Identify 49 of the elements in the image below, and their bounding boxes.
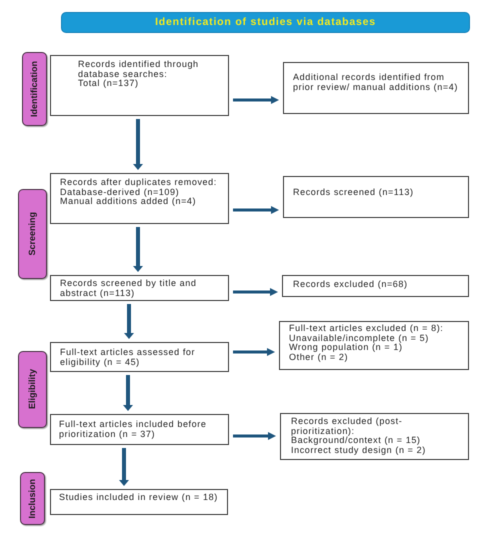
- process-box: [280, 413, 469, 460]
- process-box: [50, 173, 229, 224]
- process-box: [283, 176, 469, 218]
- arrow: [233, 206, 279, 214]
- box-text: Additional records identified from prior review/ manual additions (n=4): [293, 73, 459, 92]
- box-text: Database-derived (n=109): [60, 188, 180, 198]
- arrow: [123, 375, 133, 411]
- box-text: Records excluded (post-prioritization):: [291, 417, 404, 436]
- process-box: [279, 321, 469, 370]
- box-text: Incorrect study design (n = 2): [291, 446, 427, 456]
- process-box: [283, 62, 469, 114]
- arrow: [133, 119, 143, 170]
- arrow: [233, 348, 275, 356]
- box-text: Records screened by title and abstract (n=113): [60, 279, 198, 298]
- box-text: Records identified through database searches:: [78, 60, 200, 80]
- box-text: Wrong population (n = 1): [289, 343, 403, 353]
- stage-tab: [20, 472, 45, 525]
- arrow: [133, 227, 143, 272]
- process-box: [50, 489, 228, 515]
- box-text: Manual additions added (n=4): [60, 197, 198, 207]
- box-text: Background/context (n = 15): [291, 436, 422, 446]
- title-banner: Identification of studies via databases: [61, 12, 470, 33]
- box-text: Unavailable/incomplete (n = 5): [289, 334, 430, 344]
- box-text: Full-text articles excluded (n = 8):: [289, 324, 444, 334]
- process-box: [50, 275, 229, 301]
- box-text: Records screened (n=113): [293, 188, 415, 198]
- box-text: Records excluded (n=68): [293, 280, 409, 290]
- box-text: Other (n = 2): [289, 352, 348, 362]
- box-text: Full-text articles assessed for eligibility (n = 45): [60, 348, 196, 368]
- process-box: [282, 275, 469, 297]
- arrow: [233, 288, 278, 296]
- process-box: [50, 55, 229, 116]
- arrow: [233, 96, 279, 104]
- stage-label: Inclusion: [28, 478, 37, 518]
- stage-label: Identification: [30, 61, 39, 117]
- arrow: [119, 448, 129, 486]
- arrow: [124, 304, 134, 339]
- box-text: Records after duplicates removed:: [60, 178, 218, 188]
- stage-label: Eligibility: [28, 369, 37, 410]
- box-text: Total (n=137): [78, 79, 140, 89]
- stage-tab: [22, 52, 47, 126]
- arrow: [233, 432, 276, 440]
- stage-tab: [18, 189, 47, 279]
- process-box: [50, 342, 229, 372]
- stage-tab: [18, 351, 47, 428]
- box-text: Studies included in review (n = 18): [59, 493, 219, 503]
- process-box: [50, 414, 229, 445]
- stage-label: Screening: [28, 212, 37, 256]
- box-text: Full-text articles included before prioritization (n = 37): [59, 420, 208, 440]
